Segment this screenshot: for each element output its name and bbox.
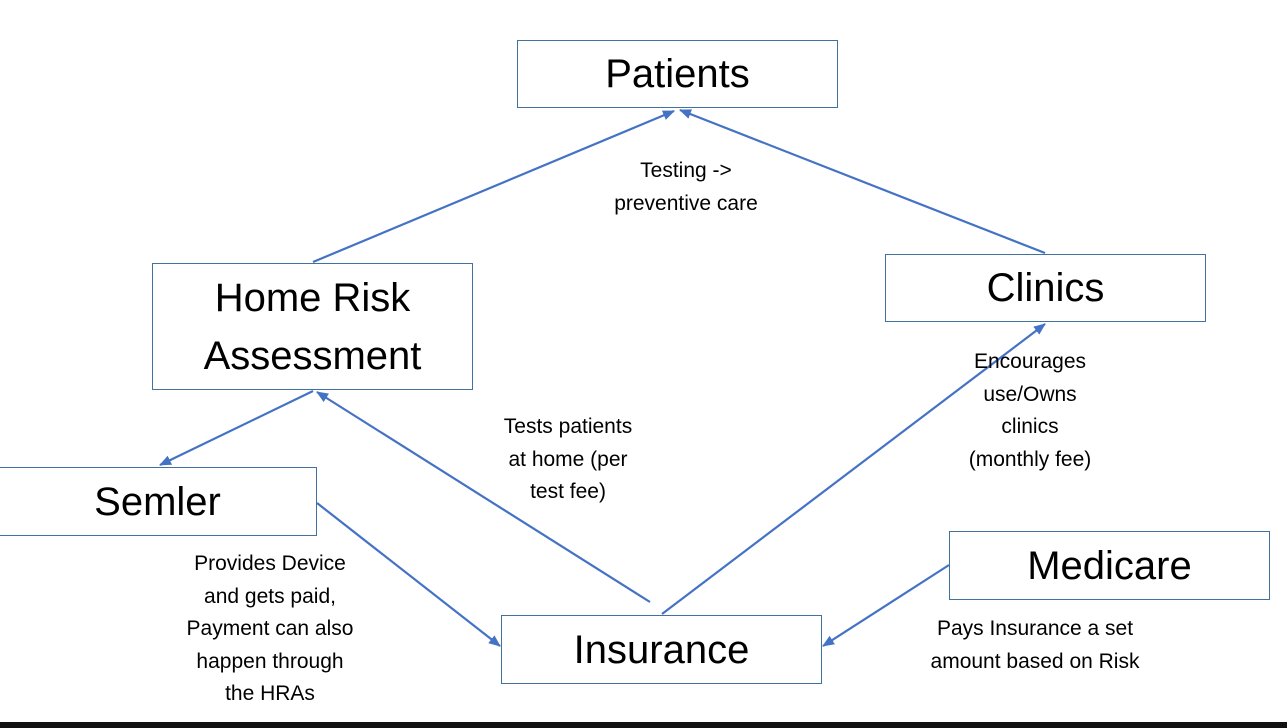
insurance-node: Insurance [501,615,822,684]
arrow-insurance-to-clinics [661,323,1046,615]
home-risk-assessment-label-line2: Assessment [203,333,422,378]
edge-label-tests-home: Tests patients at home (per test fee) [503,415,633,503]
edge-label-testing: Testing -> preventive care [614,159,758,215]
patients-node: Patients [517,40,838,108]
arrow-medicare-to-insurance [822,564,950,647]
home-risk-assessment-label-line1: Home Risk [214,275,411,320]
home-risk-assessment-node: Home Risk Assessment [152,263,473,390]
semler-label: Semler [94,479,221,524]
arrow-semler-to-insurance [316,502,501,647]
edge-label-pays: Pays Insurance a set amount based on Ris… [930,617,1140,673]
arrow-hra-to-semler [159,390,314,466]
arrow-hra-to-patients [312,109,675,264]
clinics-label: Clinics [986,266,1105,310]
medicare-node: Medicare [949,531,1270,600]
bottom-border [0,722,1287,728]
insurance-label: Insurance [573,627,750,672]
edge-label-encourages: Encourages use/Owns clinics (monthly fee… [968,350,1092,471]
arrow-clinics-to-patients [679,108,1046,255]
clinics-node: Clinics [885,254,1206,322]
arrow-insurance-to-hra [316,391,651,603]
semler-node: Semler [0,467,317,536]
patients-label: Patients [605,52,750,96]
edge-label-provides: Provides Device and gets paid, Payment c… [186,552,354,705]
medicare-label: Medicare [1027,543,1192,588]
